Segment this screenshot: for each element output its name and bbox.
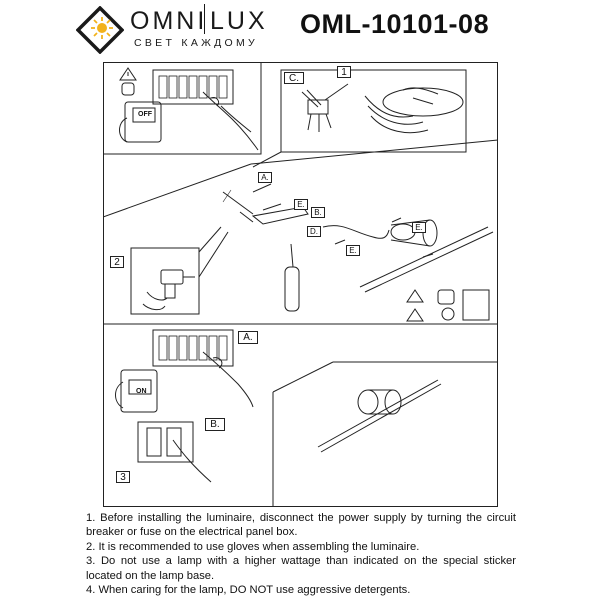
part-label-d: D.: [307, 226, 321, 237]
brand-divider: [204, 4, 205, 34]
drill-icon: [160, 269, 195, 299]
brand-name-omni: OMNI: [130, 7, 208, 35]
instruction-item: 4. When caring for the lamp, DO NOT use …: [86, 584, 411, 597]
glove-icon: [121, 82, 135, 96]
part-label-b: B.: [311, 207, 325, 218]
model-number: OML-10101-08: [300, 9, 490, 39]
brand-name-lux: LUX: [210, 7, 268, 35]
switch-off-text: OFF: [138, 111, 152, 118]
brand-tagline: СВЕТ КАЖДОМУ: [134, 37, 259, 49]
safety-icons: [406, 289, 490, 322]
part-label-e-right: E.: [412, 222, 426, 233]
switch-on-text: ON: [136, 388, 147, 395]
part-label-a: A.: [258, 172, 272, 183]
step-c-panel: [280, 69, 467, 153]
step1-panel: [103, 62, 262, 155]
step-c-label: C.: [284, 72, 304, 84]
omnilux-logo-icon: [76, 6, 124, 54]
instruction-item: 1. Before installing the luminaire, disc…: [86, 512, 516, 539]
step2-panel: [130, 247, 200, 315]
part-label-e-left: E.: [346, 245, 360, 256]
step3-label-a: A.: [238, 331, 258, 344]
lamp-illustration: [322, 219, 494, 293]
step2-number: 2: [110, 256, 124, 268]
instruction-item: 2. It is recommended to use gloves when …: [86, 540, 420, 553]
installation-diagram: [103, 62, 498, 507]
step1-number: 1: [337, 66, 351, 78]
installation-diagram-frame: [103, 62, 498, 507]
warning-icon: [119, 67, 137, 81]
screwdriver-icon: [284, 243, 300, 312]
step3-section: [115, 329, 498, 507]
step3-number: 3: [116, 471, 130, 483]
instructions-text: 1. Before installing the luminaire, disc…: [86, 511, 516, 597]
part-label-e-top: E.: [294, 199, 308, 210]
sun-icon: [91, 17, 113, 39]
step3-label-b: B.: [205, 418, 225, 431]
instruction-item: 3. Do not use a lamp with a higher watta…: [86, 555, 516, 582]
